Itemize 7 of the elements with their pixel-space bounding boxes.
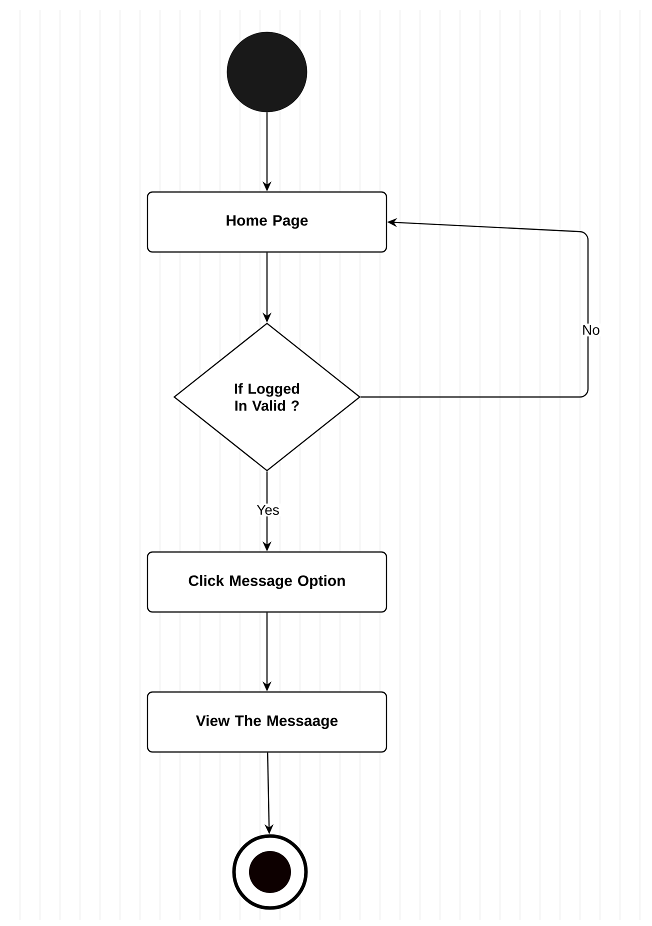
- edge-label: No: [580, 324, 602, 336]
- start-circle: [226, 32, 308, 112]
- edge-label: Yes: [255, 504, 281, 516]
- activity-box: Click Message Option: [146, 551, 388, 613]
- activity-box: View The Messaage: [146, 691, 388, 753]
- activity-box: Home Page: [146, 191, 388, 253]
- end-circle: [232, 834, 308, 910]
